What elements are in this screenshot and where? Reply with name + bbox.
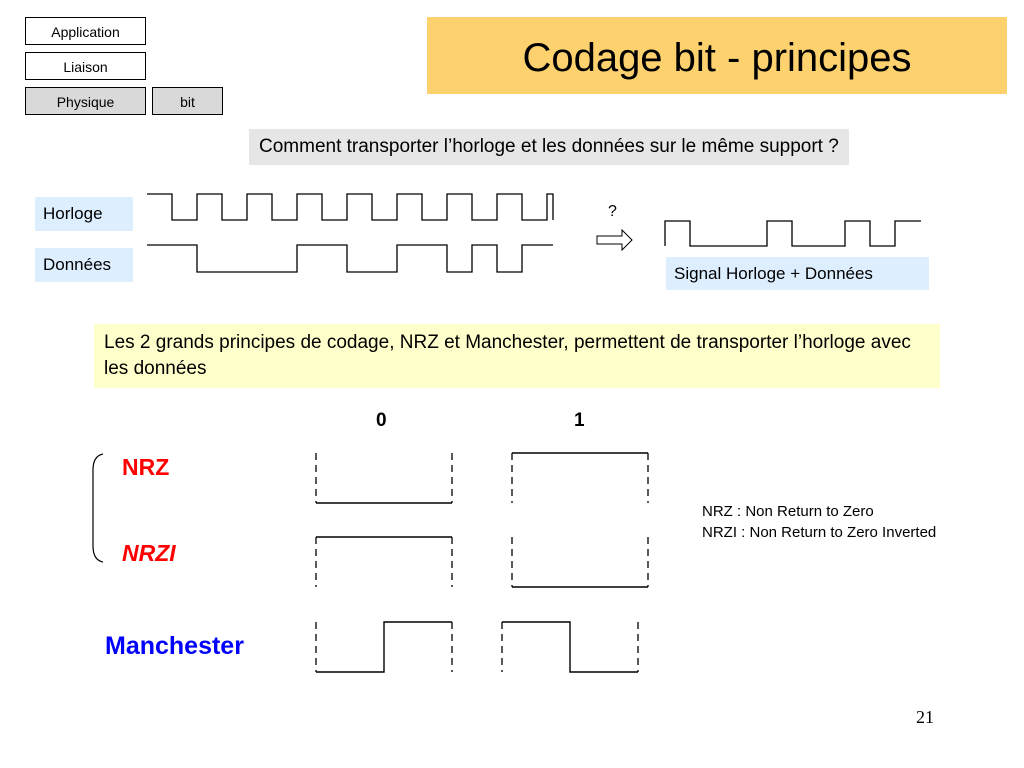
manchester-0-waveform: [316, 621, 452, 673]
nrzi-definition: NRZI : Non Return to Zero Inverted: [702, 524, 937, 541]
manchester-label: Manchester: [105, 632, 244, 660]
question-box: Comment transporter l’horloge et les don…: [249, 129, 849, 165]
page-title: Codage bit - principes: [522, 36, 912, 80]
column-0-header: 0: [376, 410, 387, 431]
nrz-label: NRZ: [122, 454, 170, 480]
nrz-definition: NRZ : Non Return to Zero: [702, 503, 874, 520]
donnees-label: Données: [35, 248, 133, 282]
layer-physique: Physique: [25, 87, 146, 115]
arrow-icon: [596, 228, 633, 252]
nrz-bracket: [92, 453, 104, 563]
page-number: 21: [916, 707, 934, 727]
column-1-header: 1: [574, 410, 585, 431]
nrzi-label: NRZI: [122, 540, 176, 566]
manchester-1-waveform: [502, 621, 638, 673]
question-mark: ?: [608, 203, 617, 220]
combined-waveform: [664, 220, 921, 247]
layer-bit: bit: [152, 87, 223, 115]
clock-waveform: [147, 193, 554, 221]
data-waveform: [147, 244, 553, 273]
layer-liaison: Liaison: [25, 52, 146, 80]
combined-signal-label: Signal Horloge + Données: [666, 257, 929, 290]
title-banner: Codage bit - principes: [427, 17, 1007, 94]
layer-application: Application: [25, 17, 146, 45]
principles-note: Les 2 grands principes de codage, NRZ et…: [94, 324, 940, 388]
horloge-label: Horloge: [35, 197, 133, 231]
